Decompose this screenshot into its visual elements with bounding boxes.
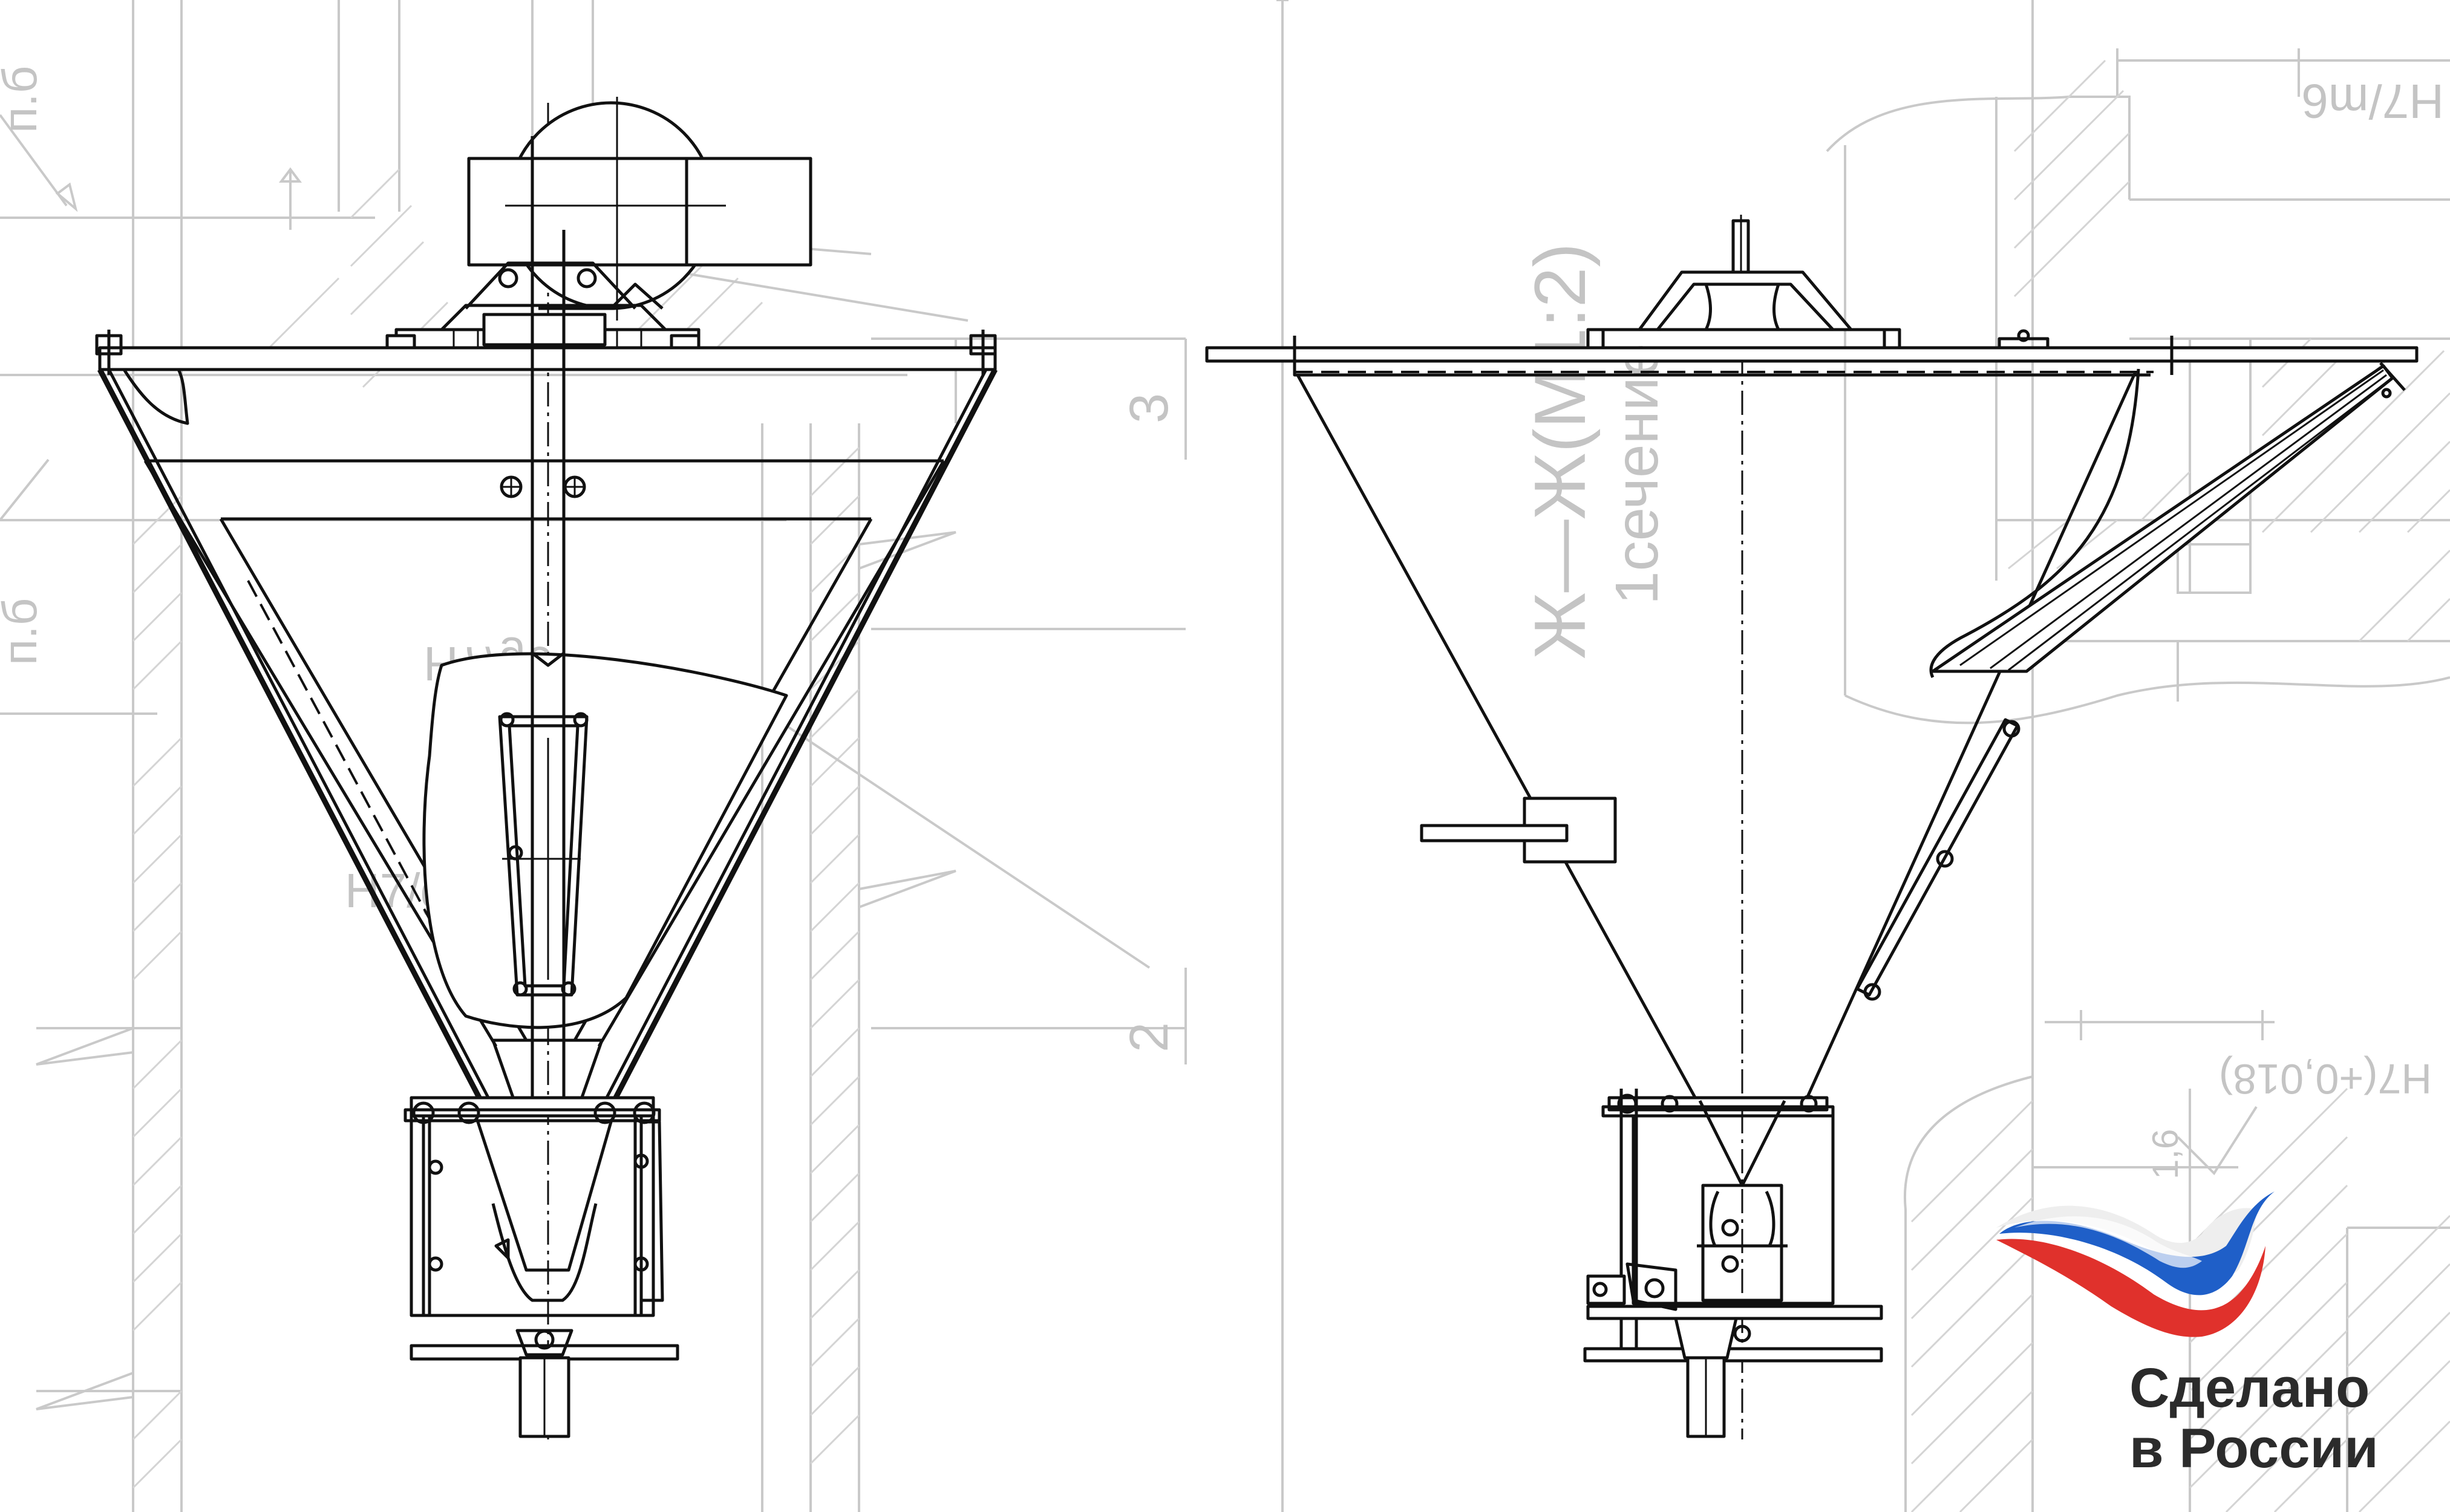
dimension-label-2: 2 <box>1119 1022 1180 1052</box>
front-feeder-housing <box>403 1038 679 1438</box>
roughness-label-a: п.б <box>0 66 47 133</box>
logo-line-2: в Росcии <box>2129 1418 2379 1479</box>
dimension-label-3: 3 <box>1119 393 1180 423</box>
side-top-plate <box>1205 328 2419 377</box>
dimension-label-16: 1,6 <box>2145 1129 2186 1179</box>
section-label: Ж—Ж(М1:2) <box>1520 243 1601 659</box>
background-right-section <box>1276 0 2450 1512</box>
front-top-plate <box>95 330 997 425</box>
front-agitator <box>422 230 788 1107</box>
logo-line-1: Сделано <box>2129 1357 2370 1419</box>
fit-label-right-low: Н7(+0,018) <box>2219 1055 2432 1103</box>
flag-red-band <box>1996 1239 2265 1337</box>
side-feeder-housing <box>1583 1089 1883 1438</box>
made-in-russia-flag-logo <box>1996 1191 2275 1337</box>
hopper-side-view <box>1205 215 2419 1439</box>
hopper-front-view <box>95 97 998 1439</box>
side-dome-cap <box>1638 215 1853 331</box>
section-sublabel: 1сечение <box>1603 344 1671 605</box>
fit-label-top-right: Н7/m6 <box>2301 74 2444 128</box>
flag-blue-band <box>1999 1191 2275 1295</box>
roughness-label-b: п.б <box>0 598 47 665</box>
side-hopper-cone <box>1296 362 2406 1102</box>
made-in-russia-text: Сделано в Росcии <box>2129 1358 2408 1479</box>
